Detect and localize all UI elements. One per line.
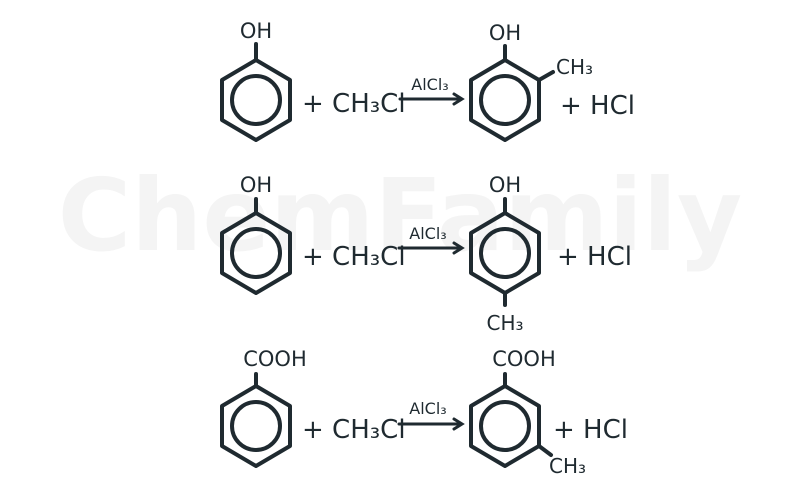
product-substituent-label: OH: [489, 173, 521, 197]
reaction-2: OH + CH₃Cl AlCl₃ OH CH₃ + HCl: [220, 173, 632, 335]
reactant-substituent-label: OH: [240, 19, 272, 43]
reactant-benzene-ring: [220, 384, 292, 468]
reagent-label: + CH₃Cl: [302, 415, 406, 445]
reaction-1: OH + CH₃Cl AlCl₃ OH CH₃ + HCl: [220, 19, 635, 142]
byproduct-label: + HCl: [557, 242, 632, 272]
reactant-benzene-ring: [220, 211, 292, 295]
byproduct-label: + HCl: [560, 91, 635, 121]
reactant-substituent-label: COOH: [243, 347, 307, 371]
catalyst-label: AlCl₃: [409, 399, 446, 418]
reaction-arrow: [397, 417, 465, 431]
reagent-label: + CH₃Cl: [302, 242, 406, 272]
reactant-benzene-ring: [220, 58, 292, 142]
methyl-bond: [537, 70, 555, 82]
reaction-arrow: [397, 241, 465, 255]
product-substituent-label: OH: [489, 21, 521, 45]
reactant-substituent-label: OH: [240, 173, 272, 197]
reagent-label: + CH₃Cl: [302, 89, 406, 119]
catalyst-label: AlCl₃: [409, 224, 446, 243]
catalyst-label: AlCl₃: [411, 75, 448, 94]
product-substituent-label: COOH: [492, 347, 556, 371]
methyl-bond: [537, 444, 553, 457]
reaction-3: COOH + CH₃Cl AlCl₃ COOH CH₃ + HCl: [220, 347, 628, 478]
product-methyl-label: CH₃: [486, 311, 523, 335]
byproduct-label: + HCl: [553, 415, 628, 445]
watermark: ChemFamily: [58, 157, 742, 274]
reaction-arrow: [398, 92, 465, 106]
product-benzene-ring: [469, 384, 541, 468]
product-benzene-ring: [469, 58, 541, 142]
product-methyl-label: CH₃: [556, 55, 593, 79]
product-methyl-label: CH₃: [549, 454, 586, 478]
